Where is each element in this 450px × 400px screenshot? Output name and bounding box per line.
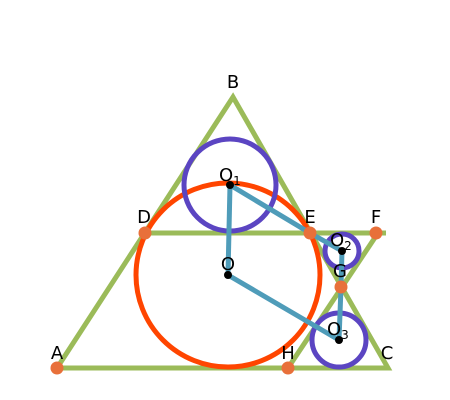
point-g-marker	[334, 280, 348, 294]
label-g: G	[333, 261, 347, 282]
segment-fh	[285, 231, 381, 370]
label-h: H	[281, 343, 295, 364]
label-o: O	[221, 254, 235, 275]
connector-o-o1	[225, 182, 233, 278]
label-o3: O3	[327, 319, 349, 342]
point-e-marker	[303, 226, 317, 240]
label-b: B	[227, 72, 239, 93]
label-o2-subscript: 2	[344, 239, 352, 253]
point-f-marker	[369, 226, 383, 240]
label-o2-letter: O	[330, 230, 344, 251]
label-o1-letter: O	[219, 165, 233, 186]
label-o3-subscript: 3	[341, 328, 349, 342]
center-o1-marker	[226, 181, 234, 189]
point-d-marker	[138, 226, 152, 240]
connector-o1-e-o2	[227, 182, 345, 254]
label-d: D	[137, 207, 151, 228]
label-f: F	[371, 207, 381, 228]
label-o3-letter: O	[327, 319, 341, 340]
center-o-marker	[224, 271, 232, 279]
point-h-marker	[281, 361, 295, 375]
label-o1: O1	[219, 165, 241, 188]
point-a-marker	[50, 361, 64, 375]
label-c: C	[381, 343, 394, 364]
label-o1-subscript: 1	[233, 174, 241, 188]
center-o3-marker	[335, 336, 343, 344]
center-o2-marker	[338, 247, 346, 255]
label-o2: O2	[330, 230, 352, 253]
label-a: A	[51, 343, 64, 364]
connector-o-o3	[225, 272, 342, 343]
label-e: E	[304, 207, 315, 228]
